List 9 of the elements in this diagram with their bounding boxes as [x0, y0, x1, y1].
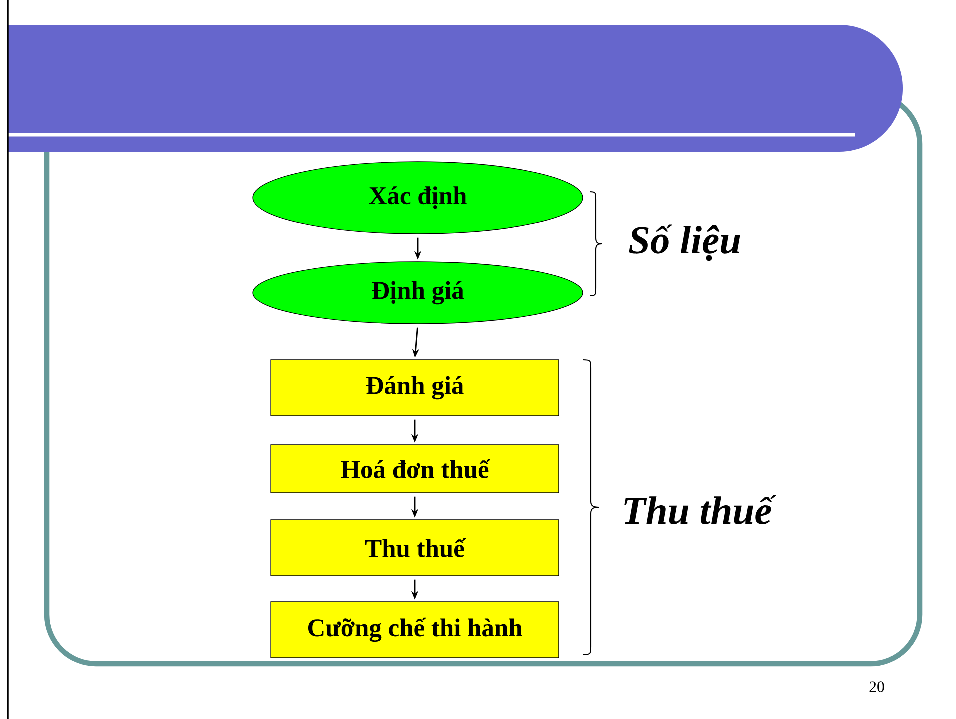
group-label: Số liệu	[629, 224, 740, 262]
group-label: Thu thuế	[624, 495, 776, 525]
process-box: Cưỡng chế thi hành	[270, 602, 560, 658]
page-number: 20	[870, 682, 884, 692]
ellipse-node: Xác định	[252, 162, 584, 234]
process-box: Đánh giá	[270, 360, 560, 416]
ellipse-node: Định giá	[252, 262, 584, 324]
process-box: Thu thuế	[270, 520, 560, 576]
process-box: Hoá đơn thuế	[270, 444, 560, 494]
